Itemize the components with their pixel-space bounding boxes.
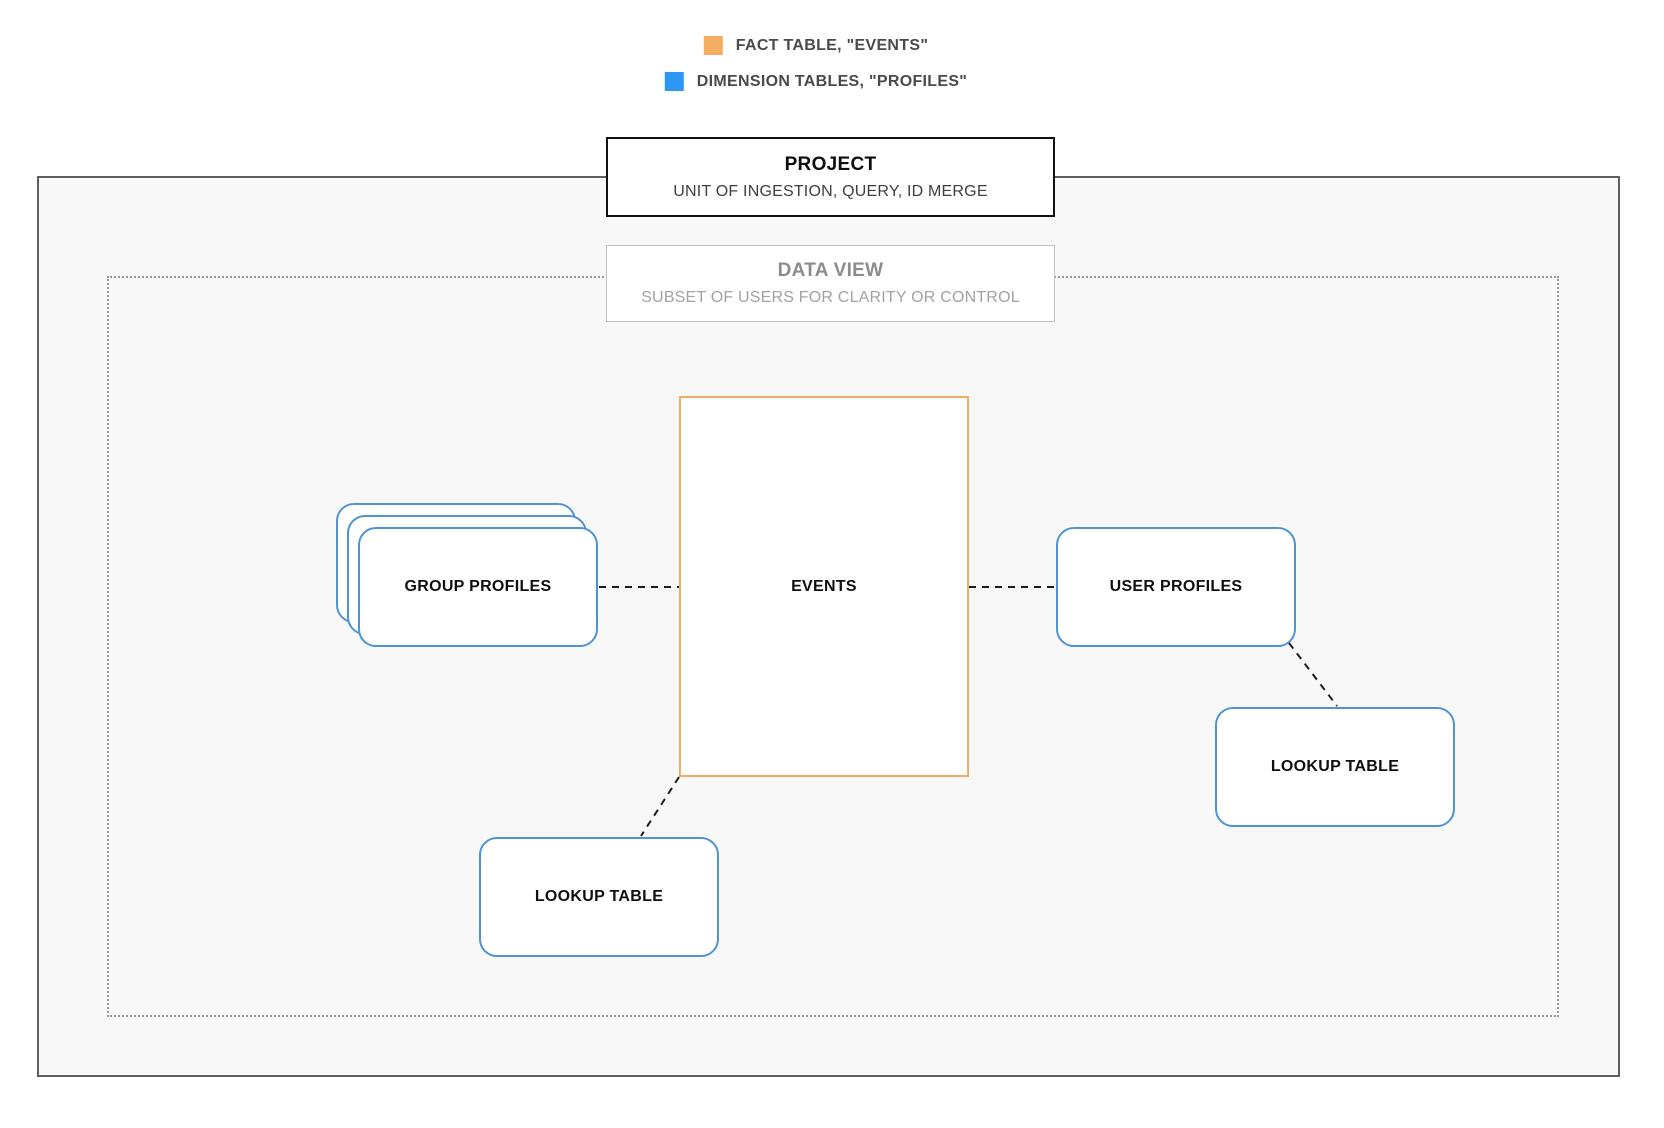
- project-title: PROJECT: [784, 153, 877, 175]
- group-profiles-node-label: GROUP PROFILES: [404, 578, 552, 595]
- project-box: PROJECT UNIT OF INGESTION, QUERY, ID MER…: [606, 137, 1055, 217]
- lookup-table-right-node-label: LOOKUP TABLE: [1270, 758, 1400, 775]
- legend-item-dimension: DIMENSION TABLES, "PROFILES": [664, 72, 968, 91]
- events-node-label: EVENTS: [791, 577, 857, 595]
- dimension-swatch-icon: [664, 72, 684, 91]
- data-view-box: DATA VIEW SUBSET OF USERS FOR CLARITY OR…: [606, 245, 1055, 322]
- group-profiles-node: GROUP PROFILES: [358, 527, 598, 647]
- legend: FACT TABLE, "EVENTS" DIMENSION TABLES, "…: [664, 36, 968, 91]
- lookup-table-left-node-label: LOOKUP TABLE: [534, 888, 664, 905]
- user-profiles-node: USER PROFILES: [1056, 527, 1296, 647]
- project-subtitle: UNIT OF INGESTION, QUERY, ID MERGE: [673, 182, 988, 200]
- fact-swatch-icon: [703, 36, 723, 55]
- data-view-title: DATA VIEW: [777, 260, 884, 281]
- events-node: EVENTS: [679, 396, 969, 777]
- legend-label-dimension: DIMENSION TABLES, "PROFILES": [696, 72, 968, 90]
- legend-label-fact: FACT TABLE, "EVENTS": [735, 36, 929, 54]
- lookup-table-left-node: LOOKUP TABLE: [479, 837, 719, 957]
- data-view-subtitle: SUBSET OF USERS FOR CLARITY OR CONTROL: [641, 289, 1020, 306]
- user-profiles-node-label: USER PROFILES: [1109, 578, 1243, 595]
- legend-item-fact: FACT TABLE, "EVENTS": [703, 36, 929, 55]
- lookup-table-right-node: LOOKUP TABLE: [1215, 707, 1455, 827]
